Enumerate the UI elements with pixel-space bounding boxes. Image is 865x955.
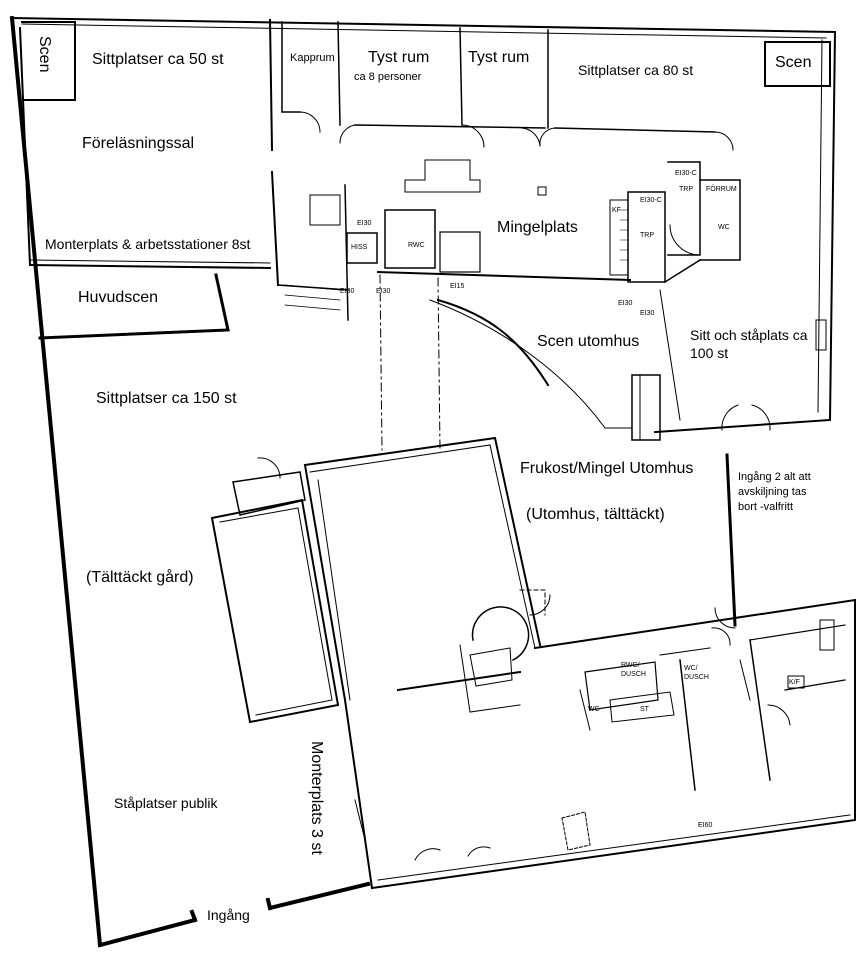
ingang-marker-right [265, 897, 273, 911]
ei60-mark: EI60 [698, 822, 713, 829]
hiss-mark: HISS [351, 244, 368, 251]
ei15-mark: EI15 [450, 283, 465, 290]
kf-mark: KF [612, 207, 621, 214]
trp-mark-1: TRP [640, 232, 654, 239]
scen-right-box [764, 41, 831, 87]
monterplats-3-label: Monterplats 3 st [308, 741, 325, 855]
scen-right-label: Scen [775, 54, 812, 71]
ei30-mark-g: EI30 [640, 310, 655, 317]
sittplatser-50-label: Sittplatser ca 50 st [92, 51, 224, 68]
sitt-staplats-label: Sitt och ståplats ca [690, 327, 808, 343]
monterplats-8-label: Monterplats & arbetsstationer 8st [45, 236, 251, 252]
huvudscen-boundary [38, 273, 230, 340]
rwc-dusch-mark-1: RWC/ [621, 662, 640, 669]
ca-8-personer-label: ca 8 personer [354, 71, 422, 83]
scen-utomhus-label: Scen utomhus [537, 333, 640, 350]
wc-mark-1: WC [718, 224, 730, 231]
rwc-dusch-mark-2: DUSCH [621, 671, 646, 678]
ei30-mark-a: EI30 [357, 220, 372, 227]
north-building [10, 16, 837, 441]
venue-perimeter-bottom-right [267, 881, 371, 911]
sittplatser-80-label: Sittplatser ca 80 st [578, 62, 694, 78]
kf-mark-2: K/F [789, 679, 800, 686]
ingang-2-line-3: bort -valfritt [738, 501, 794, 513]
mingelplats-label: Mingelplats [497, 219, 578, 236]
ingang-marker-left [189, 909, 198, 923]
wc-mark-2: WC [588, 706, 600, 713]
sitt-staplats-count-label: 100 st [690, 345, 729, 361]
ingang-2-line-2: avskiljning tas [738, 486, 807, 498]
talttackt-gard-label: (Tälttäckt gård) [86, 569, 194, 586]
south-building [210, 436, 856, 890]
forrum-mark: FÖRRUM [706, 186, 737, 193]
venue-perimeter-bottom-left [97, 917, 198, 948]
forelasningssal-label: Föreläsningssal [82, 135, 195, 152]
ei30-mark-b: EI30 [340, 288, 355, 295]
rwc-mark: RWC [408, 242, 425, 249]
trp-mark-2: TRP [679, 186, 693, 193]
tyst-rum-1-label: Tyst rum [368, 49, 430, 66]
kapprum-label: Kapprum [290, 52, 335, 64]
ingang-2-line-1: Ingång 2 alt att [738, 471, 811, 483]
wc-dusch-mark-1: WC/ [684, 665, 698, 672]
right-divider-line [725, 453, 737, 627]
st-mark: ST [640, 706, 649, 713]
utomhus-talttackt-label: (Utomhus, tälttäckt) [526, 506, 665, 523]
frukost-mingel-label: Frukost/Mingel Utomhus [520, 460, 694, 477]
sittplatser-150-label: Sittplatser ca 150 st [96, 390, 237, 407]
ei30-mark-c: EI30 [376, 288, 391, 295]
staplatser-publik-label: Ståplatser publik [114, 795, 218, 811]
wc-dusch-mark-2: DUSCH [684, 674, 709, 681]
scen-left-label: Scen [36, 36, 53, 73]
scen-utomhus-curve [436, 298, 550, 387]
ei30-mark-f: EI30 [618, 300, 633, 307]
huvudscen-label: Huvudscen [78, 289, 159, 306]
scen-left-box [21, 21, 76, 101]
tyst-rum-2-label: Tyst rum [468, 49, 530, 66]
ei30-c-mark-a: EI30-C [640, 197, 662, 204]
ei30-c-mark-b: EI30-C [675, 170, 697, 177]
ingang-label: Ingång [207, 907, 250, 923]
